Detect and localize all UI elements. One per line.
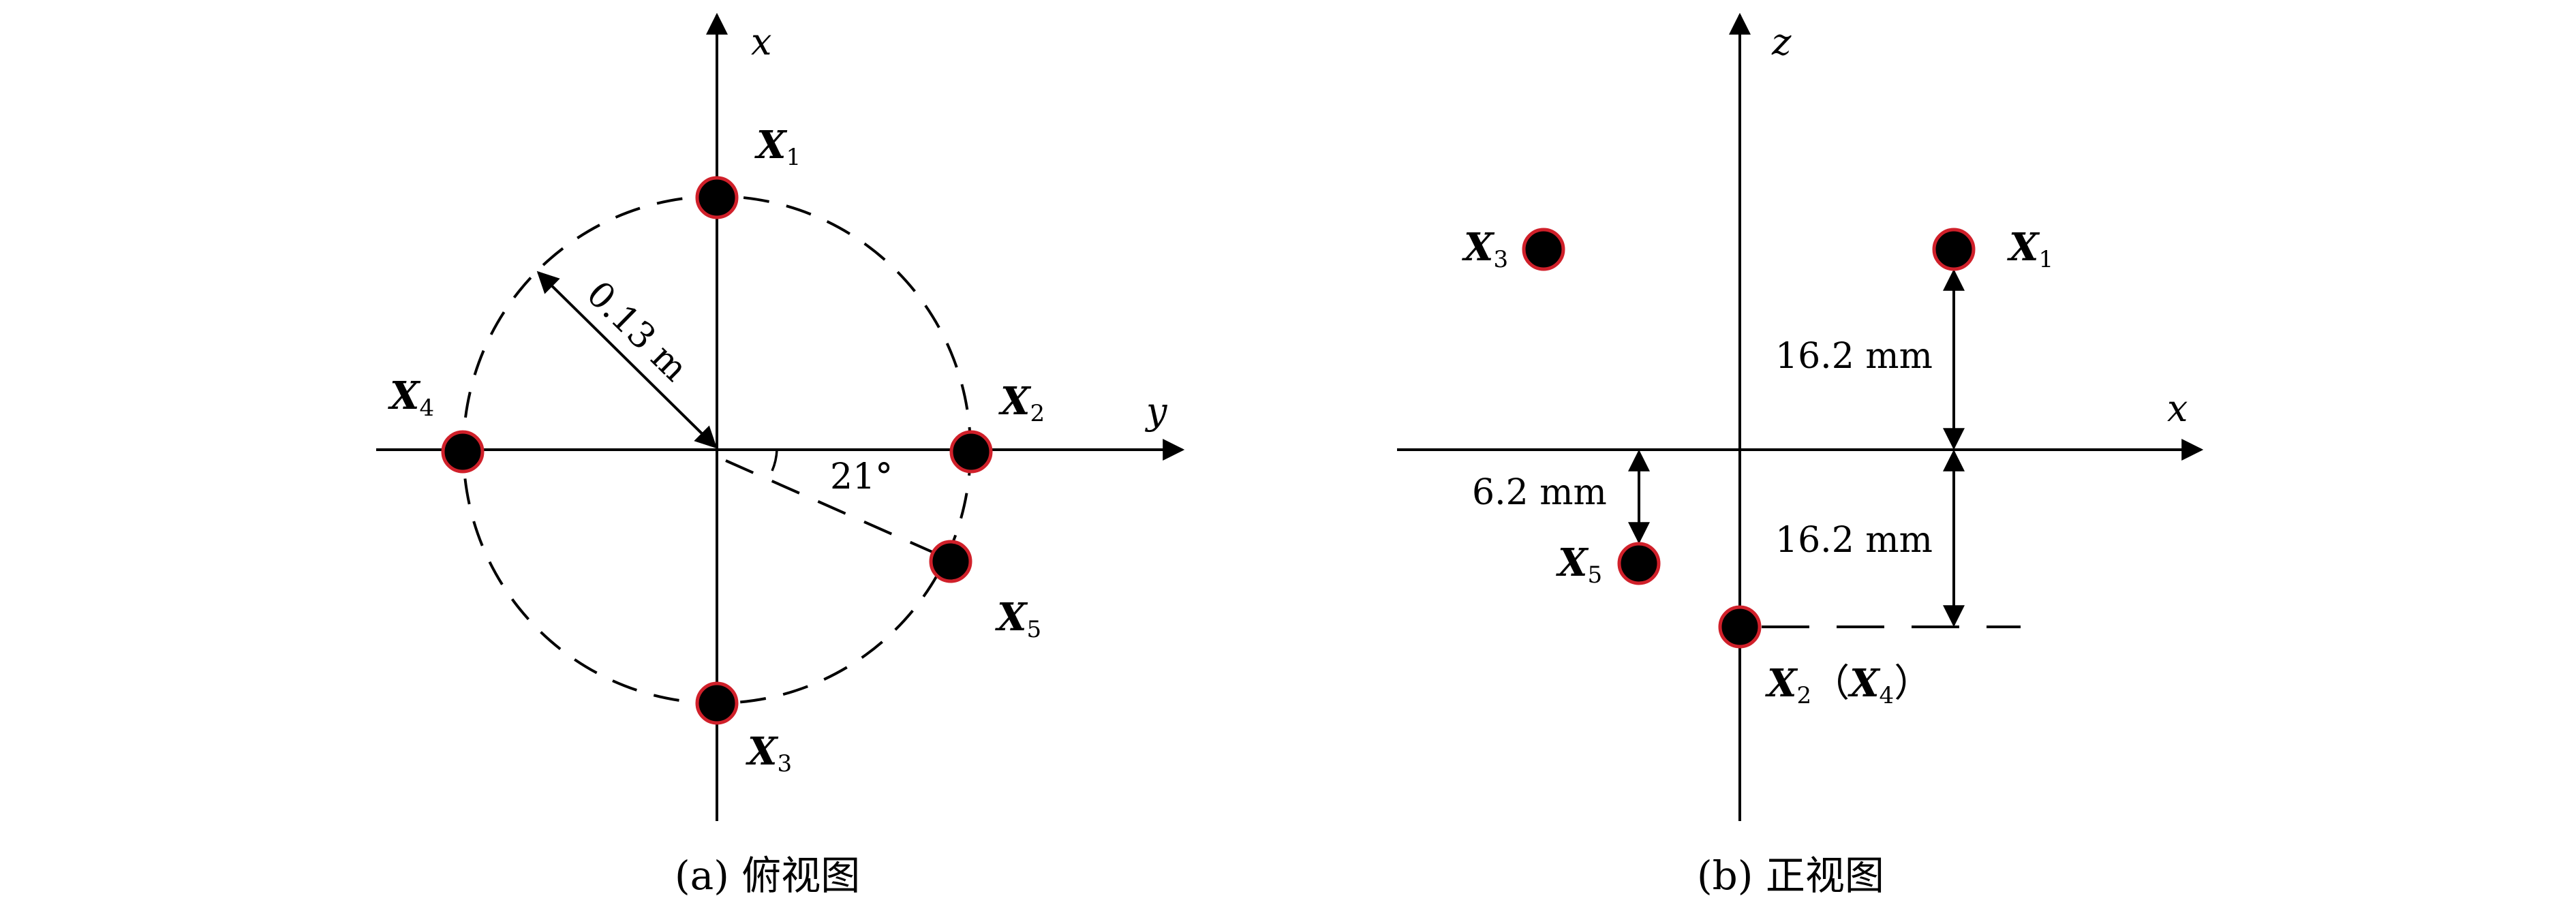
panel-a-label-x1: X1 [754,123,801,171]
panel-b-label-x5: X5 [1556,540,1602,589]
panel-b-dim-upper-label: 16.2 mm [1775,336,1933,377]
panel-a-radius-arrow [536,271,718,449]
panel-a-x-axis-label: x [751,20,771,63]
panel-a-label-x2: X2 [998,379,1045,427]
panel-a-angle-label: 21° [830,457,893,497]
panel-b-point-x1 [1932,228,1976,271]
panel-b-dim-left-label: 6.2 mm [1472,472,1607,513]
panel-a-caption: (a) 俯视图 [675,852,860,899]
panel-b-point-x5 [1617,542,1661,585]
panel-a-radius-label: 0.13 m [579,273,696,389]
panel-a-point-x5 [929,540,972,583]
panel-b-point-x3 [1522,228,1565,271]
panel-a-point-x1 [695,176,739,219]
panel-b-x-axis-label: x [2167,387,2188,430]
panel-a-label-x4: X4 [388,373,434,422]
panel-b-point-x2 [1718,605,1762,649]
panel-a-angle-arc [771,449,778,472]
panel-a-angle-radius [725,459,951,561]
panel-a-label-x5: X5 [995,595,1041,643]
panel-a-top-view: x y 0.13 m 21° X1 X2 X3 X4 X5 (a) 俯视图 [376,12,1185,899]
panel-b-label-x3: X3 [1462,225,1508,273]
panel-a-point-x2 [949,430,993,474]
panel-b-caption: (b) 正视图 [1697,852,1884,899]
panel-b-label-x2-x4: X2（X4） [1765,661,1932,709]
panel-b-front-view: z x 16.2 mm 16.2 mm 6.2 mm X1 X3 X5 X2（X… [1397,12,2204,899]
panel-b-z-axis-label: z [1771,20,1792,63]
panel-a-y-axis-label: y [1145,390,1168,433]
panel-a-label-x3: X3 [746,729,792,777]
panel-b-dim-lower-label: 16.2 mm [1775,520,1933,561]
panel-a-point-x4 [441,430,485,474]
panel-a-point-x3 [695,681,739,725]
panel-b-label-x1: X1 [2007,225,2053,273]
